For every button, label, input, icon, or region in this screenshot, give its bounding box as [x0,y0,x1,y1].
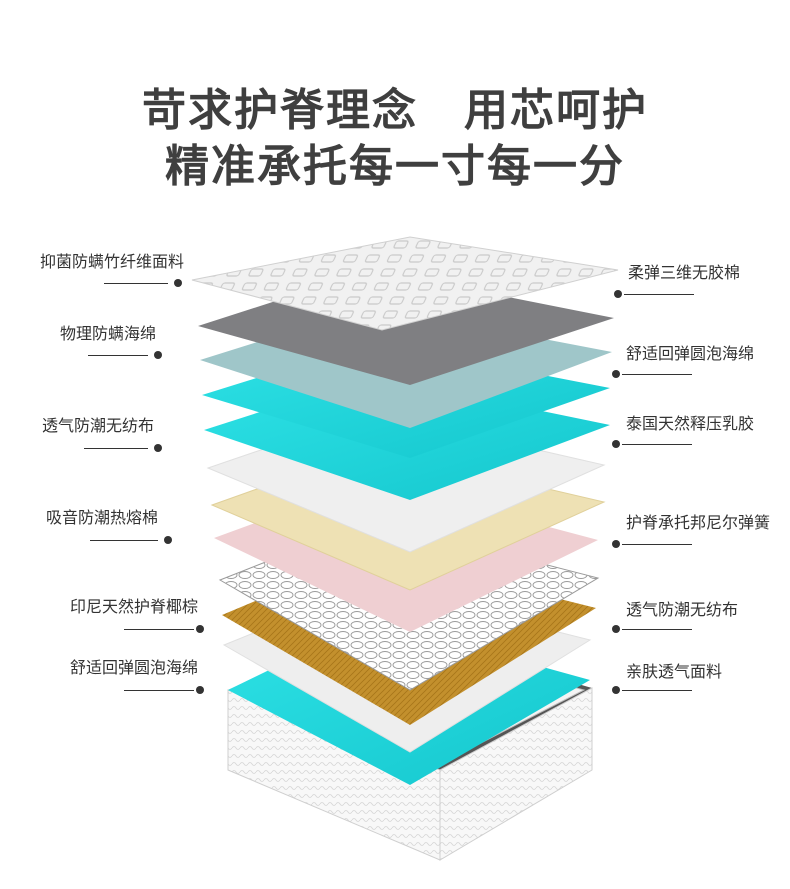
label-left-4: 吸音防潮热熔棉 [45,508,158,527]
dot-right-1 [614,290,622,298]
dot-left-1 [174,279,182,287]
leader-right-5 [622,629,692,630]
dot-right-5 [612,625,620,633]
leader-left-4 [90,540,158,541]
title-line-2: 精准承托每一寸每一分 [165,141,625,192]
leader-right-3 [622,444,692,445]
dot-left-6 [196,686,204,694]
label-right-5: 透气防潮无纺布 [626,600,739,619]
label-left-5: 印尼天然护脊椰棕 [69,597,198,616]
title-line-1: 苛求护脊理念 用芯呵护 [142,85,648,136]
label-right-3: 泰国天然释压乳胶 [626,414,755,433]
label-right-2: 舒适回弹圆泡海绵 [626,344,755,363]
leader-right-2 [622,374,692,375]
leader-left-1 [104,283,168,284]
leader-left-5 [124,629,194,630]
dot-left-5 [196,625,204,633]
dot-right-2 [612,370,620,378]
label-right-6: 亲肤透气面料 [626,662,723,681]
label-left-6: 舒适回弹圆泡海绵 [69,658,198,677]
leader-right-6 [622,690,692,691]
dot-right-4 [612,540,620,548]
leader-left-6 [124,690,194,691]
label-left-1: 抑菌防螨竹纤维面料 [39,252,184,271]
layer-quilted-top [191,236,619,331]
label-left-2: 物理防螨海绵 [59,324,156,343]
leader-right-1 [624,294,694,295]
label-right-1: 柔弹三维无胶棉 [628,263,741,282]
leader-left-3 [84,448,148,449]
label-right-4: 护脊承托邦尼尔弹簧 [626,513,771,532]
leader-right-4 [622,544,692,545]
dot-right-6 [612,686,620,694]
label-left-3: 透气防潮无纺布 [41,416,154,435]
leader-left-2 [88,355,148,356]
dot-right-3 [612,440,620,448]
dot-left-4 [164,536,172,544]
dot-left-3 [154,444,162,452]
dot-left-2 [154,351,162,359]
